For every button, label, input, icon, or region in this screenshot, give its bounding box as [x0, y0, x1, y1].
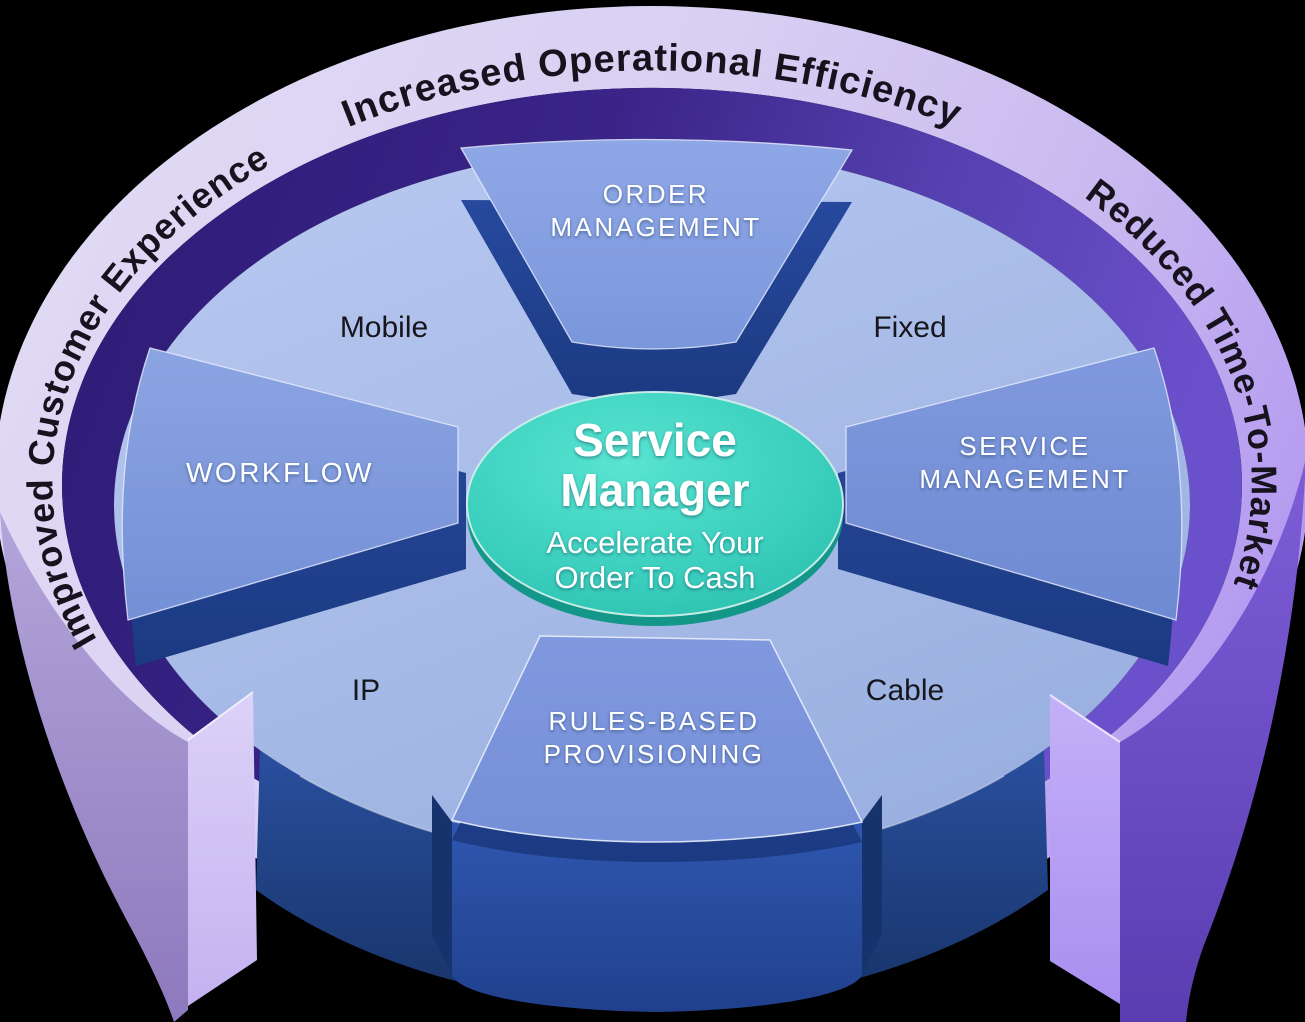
sector-label-fixed: Fixed [873, 311, 946, 344]
rules-label-line1: RULES-BASED [549, 706, 760, 736]
rules-left-facet [432, 795, 452, 975]
rules-right-facet [862, 795, 882, 975]
order-label-line1: ORDER [603, 179, 709, 209]
order-label-line2: MANAGEMENT [550, 212, 761, 242]
workflow-wedge-face [121, 347, 459, 621]
service-wedge-face [845, 347, 1183, 621]
hub-title-line1: Service [573, 414, 737, 466]
ring-left-wall [0, 512, 188, 1022]
order-management-wedge [459, 138, 854, 401]
service-management-wedge [838, 347, 1183, 666]
sector-label-cable: Cable [866, 674, 944, 707]
sector-label-mobile: Mobile [340, 311, 428, 344]
service-label-line1: SERVICE [959, 431, 1090, 461]
hub-subtitle-line2: Order To Cash [554, 560, 755, 595]
rules-wedge-face [450, 635, 864, 843]
ring-right-wall [1120, 462, 1305, 1022]
service-label-line2: MANAGEMENT [919, 464, 1130, 494]
workflow-wedge [121, 347, 466, 666]
rules-provisioning-wedge [432, 635, 882, 1012]
ring-left-foot [187, 691, 257, 1006]
hub-title-line2: Manager [560, 464, 749, 516]
order-wedge-face [459, 138, 854, 350]
rules-label-line2: PROVISIONING [544, 739, 765, 769]
hub [466, 391, 844, 626]
workflow-label: WORKFLOW [186, 457, 374, 488]
hub-subtitle-line1: Accelerate Your [546, 525, 763, 560]
sector-label-ip: IP [352, 674, 380, 707]
ring-right-foot [1049, 694, 1121, 1004]
hub-ellipse [466, 391, 844, 617]
rules-wedge-front [452, 822, 862, 1012]
